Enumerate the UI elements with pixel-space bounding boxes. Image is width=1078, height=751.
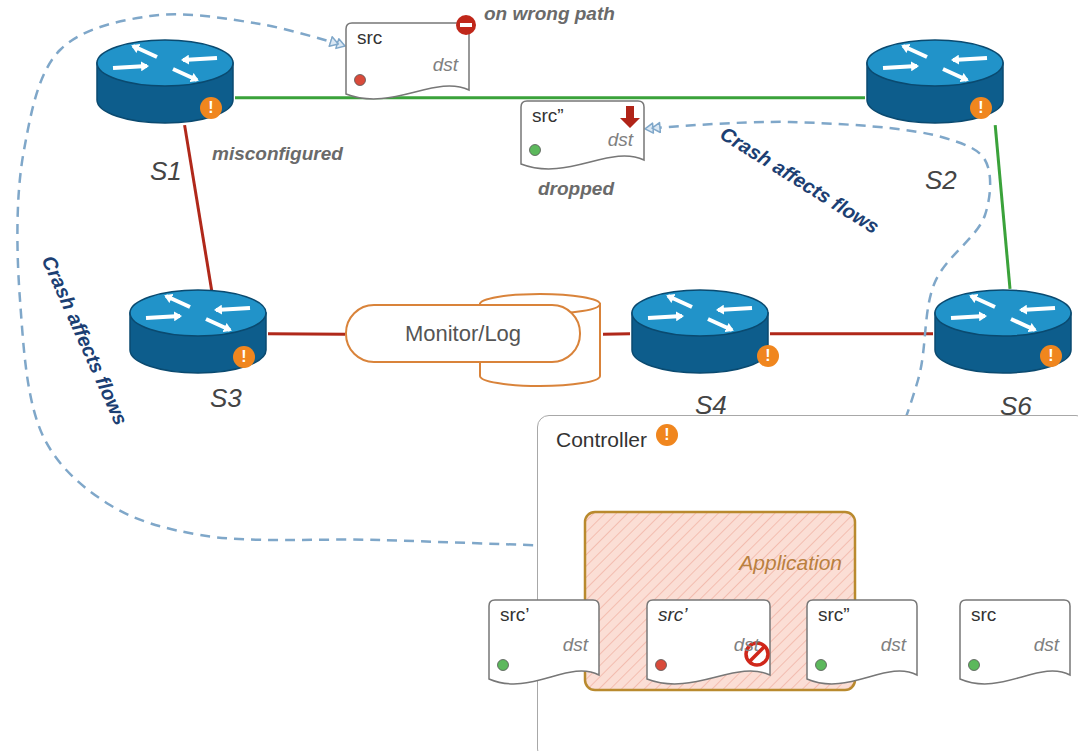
link-red: [268, 332, 345, 335]
status-dot: [656, 660, 667, 671]
controller-label: Controller: [556, 428, 647, 452]
router-arrow: [971, 296, 995, 307]
packet-shape: [960, 600, 1070, 684]
packet: src” dst: [806, 599, 918, 687]
link-green: [995, 125, 1010, 289]
router-arrow: [113, 66, 147, 68]
packet-field: src”: [532, 105, 564, 127]
router-label: S1: [150, 156, 182, 187]
packet-field: src: [357, 27, 382, 49]
router: S6: [933, 288, 1073, 376]
status-note: misconfigured: [212, 143, 343, 165]
router-icon: [933, 288, 1073, 376]
link-red: [770, 332, 933, 335]
packet-field: dst: [433, 54, 458, 76]
packet-shape: [489, 600, 599, 684]
router-arrow: [708, 319, 732, 330]
packet-field: dst: [608, 129, 633, 151]
router-arrow: [943, 69, 967, 80]
router-arrow: [206, 319, 230, 330]
edge-label: Crash affects flows: [716, 122, 883, 238]
packet: src dst: [959, 599, 1071, 687]
packet-field: dst: [563, 634, 588, 656]
status-note: dropped: [538, 178, 614, 200]
router-arrow: [953, 58, 987, 60]
packet-field: src: [971, 604, 996, 626]
link-red: [185, 125, 212, 292]
link-green: [235, 96, 865, 99]
router-top: [867, 40, 1003, 86]
router-arrow: [183, 58, 217, 60]
status-dot: [355, 75, 366, 86]
router-icon: [95, 38, 235, 126]
router-icon: [865, 38, 1005, 126]
router-arrow: [216, 308, 250, 310]
packet-field: dst: [1034, 634, 1059, 656]
router-arrow: [1021, 308, 1055, 310]
router-label: S2: [925, 165, 957, 196]
monitor-store: Monitor/Log: [345, 292, 603, 388]
router-top: [632, 290, 768, 336]
controller-box: ControllerApplicationsrc’dstsrc’dstsrc”d…: [537, 415, 1078, 751]
router: S1: [95, 38, 235, 126]
router-arrow: [1011, 319, 1035, 330]
router: S3: [128, 288, 268, 376]
packet-field: dst: [881, 634, 906, 656]
packet: src dst: [345, 22, 470, 102]
router-arrow: [133, 46, 157, 57]
router-top: [97, 40, 233, 86]
router: S2: [865, 38, 1005, 126]
router-label: S3: [210, 383, 242, 414]
status-dot: [498, 660, 509, 671]
packet-field: dst: [734, 634, 759, 656]
status-dot: [530, 145, 541, 156]
link-red: [603, 332, 630, 335]
crash-influence: [17, 14, 584, 547]
status-note: on wrong path: [484, 3, 615, 25]
packet-shape: [807, 600, 917, 684]
packet-field: src’: [500, 604, 530, 626]
router-arrow: [903, 46, 927, 57]
packet-field: src’: [658, 604, 688, 626]
router-arrow: [173, 69, 197, 80]
router-arrow: [951, 316, 985, 318]
minus-bar: [460, 23, 472, 27]
packet-shape: [346, 23, 469, 99]
packet: src” dst: [520, 100, 645, 172]
monitor-front: [346, 305, 580, 362]
router-arrow: [718, 308, 752, 310]
router-icon: [630, 288, 770, 376]
router-arrow: [146, 316, 180, 318]
packet: src’ dst: [488, 599, 600, 687]
packet: src’ dst: [646, 599, 771, 687]
router-arrow: [668, 296, 692, 307]
router: S4: [630, 288, 770, 376]
router-top: [130, 290, 266, 336]
application-label: Application: [739, 551, 842, 575]
router-arrow: [648, 316, 682, 318]
router-top: [935, 290, 1071, 336]
router-icon: [128, 288, 268, 376]
packet-shape: [521, 101, 644, 169]
minus-icon: [456, 15, 476, 35]
status-dot: [969, 660, 980, 671]
packet-field: src”: [818, 604, 850, 626]
drop-arrow: [620, 106, 640, 128]
status-dot: [816, 660, 827, 671]
router-arrow: [883, 66, 917, 68]
monitor-label: Monitor/Log: [405, 321, 521, 347]
edge-label: Crash affects flows: [37, 252, 132, 429]
packet-shape: [647, 600, 770, 684]
router-arrow: [166, 296, 190, 307]
